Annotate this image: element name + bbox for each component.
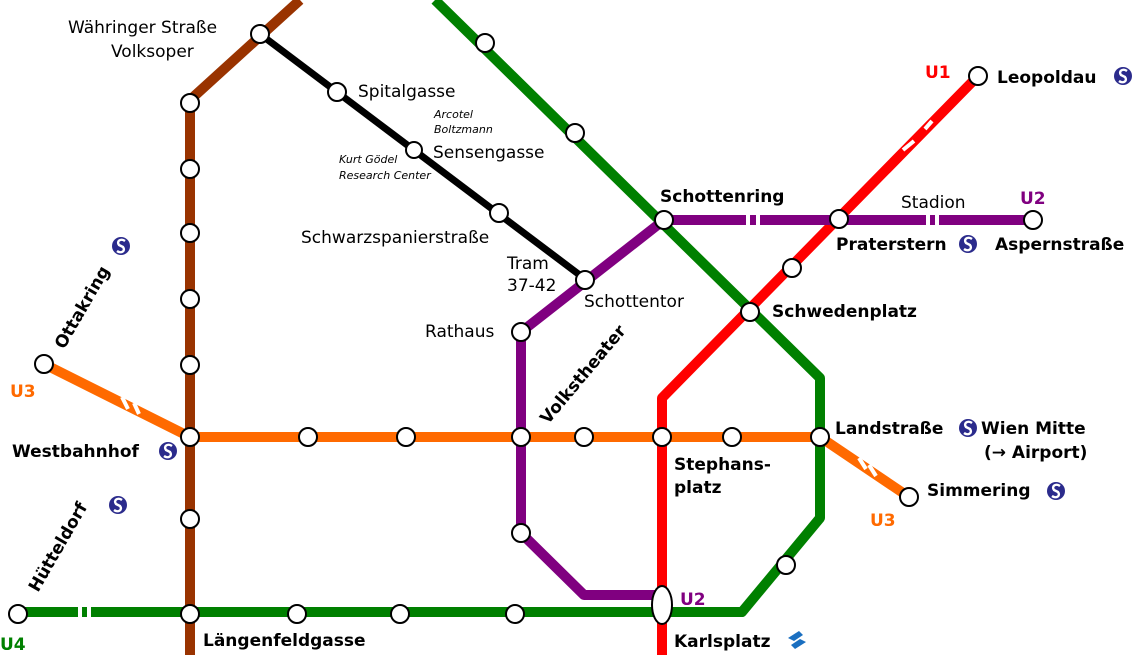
u4-label: U4 [0, 635, 26, 655]
station-label-stephansplatz-1: Stephans- [674, 455, 771, 475]
station-marker[interactable] [511, 427, 531, 447]
station-marker[interactable] [298, 427, 318, 447]
station-marker[interactable] [652, 427, 672, 447]
station-label-schottentor: Schottentor [584, 292, 684, 312]
station-label-leopoldau: Leopoldau [997, 68, 1096, 88]
station-label-wien-mitte: Wien Mitte [981, 419, 1086, 439]
station-label-karlsplatz: Karlsplatz [674, 632, 771, 652]
station-label-landstrasse: Landstraße [835, 419, 943, 439]
station-label-volkstheater: Volkstheater [537, 321, 631, 428]
station-label-huetteldorf: Hütteldorf [25, 499, 92, 596]
station-label-stadion: Stadion [901, 193, 966, 213]
station-marker[interactable] [776, 555, 796, 575]
station-marker[interactable] [180, 289, 200, 309]
station-label-simmering: Simmering [927, 481, 1031, 501]
cat-train-icon [788, 631, 806, 649]
u1-line [657, 72, 982, 655]
station-label-waehringer: Währinger Straße [68, 18, 217, 38]
station-marker[interactable] [396, 427, 416, 447]
station-marker[interactable] [722, 427, 742, 447]
station-marker[interactable] [405, 141, 423, 159]
station-marker[interactable] [327, 82, 347, 102]
station-label-sensengasse: Sensengasse [433, 143, 545, 163]
station-marker[interactable] [575, 270, 595, 290]
station-label-airport: (→ Airport) [984, 443, 1087, 463]
station-marker[interactable] [180, 355, 200, 375]
station-label-spitalgasse: Spitalgasse [358, 82, 456, 102]
station-label-schwarzspanier: Schwarzspanierstraße [301, 228, 489, 248]
station-marker[interactable] [390, 604, 410, 624]
station-marker[interactable] [250, 24, 270, 44]
station-marker[interactable] [180, 159, 200, 179]
station-marker[interactable] [180, 93, 200, 113]
s-bahn-icon [1114, 67, 1132, 85]
s-bahn-icon [1047, 482, 1065, 500]
station-label-schottenring: Schottenring [660, 187, 784, 207]
s-bahn-icon [959, 419, 977, 437]
u6-line [185, 0, 304, 655]
station-label-aspernstrasse: Aspernstraße [995, 235, 1124, 255]
s-bahn-icon [959, 235, 977, 253]
station-marker[interactable] [740, 302, 760, 322]
stop-label-goedel: Kurt Gödel [339, 153, 397, 166]
s-bahn-icon [112, 237, 130, 255]
station-marker[interactable] [180, 604, 200, 624]
u1-label: U1 [925, 63, 951, 83]
u3-label-west: U3 [10, 382, 36, 402]
stop-label-research-center: Research Center [339, 169, 432, 182]
tram-line [257, 31, 588, 282]
station-marker[interactable] [180, 223, 200, 243]
label-tram: Tram [506, 254, 549, 274]
station-label-praterstern: Praterstern [836, 235, 947, 255]
stop-label-arcotel: Arcotel [433, 108, 473, 121]
station-label-stephansplatz-2: platz [674, 478, 722, 498]
station-marker[interactable] [829, 209, 849, 229]
station-marker[interactable] [180, 427, 200, 447]
station-label-laengenfeldgasse: Längenfeldgasse [203, 631, 366, 651]
station-markers [8, 24, 1043, 625]
line-breaks [78, 119, 939, 618]
station-marker[interactable] [574, 427, 594, 447]
station-marker[interactable] [899, 487, 919, 507]
station-label-volksoper: Volksoper [111, 42, 194, 62]
s-bahn-icon [159, 442, 177, 460]
stop-label-boltzmann: Boltzmann [434, 123, 493, 136]
station-marker[interactable] [654, 210, 674, 230]
station-marker[interactable] [34, 354, 54, 374]
station-marker[interactable] [782, 258, 802, 278]
station-marker[interactable] [180, 509, 200, 529]
station-label-rathaus: Rathaus [425, 322, 494, 342]
station-label-ottakring: Ottakring [51, 263, 114, 353]
station-marker-karlsplatz[interactable] [651, 585, 673, 625]
station-marker[interactable] [968, 66, 988, 86]
u3-line [41, 359, 912, 502]
u2-label-karlsplatz: U2 [680, 590, 706, 610]
station-marker[interactable] [489, 203, 509, 223]
label-tram-lines: 37-42 [507, 276, 556, 296]
station-marker[interactable] [565, 123, 585, 143]
u3-label-east: U3 [870, 511, 896, 531]
station-marker[interactable] [1023, 210, 1043, 230]
station-marker[interactable] [475, 33, 495, 53]
station-marker[interactable] [8, 604, 28, 624]
station-marker[interactable] [511, 523, 531, 543]
station-marker[interactable] [505, 604, 525, 624]
station-label-schwedenplatz: Schwedenplatz [772, 302, 917, 322]
u2-label-east: U2 [1020, 189, 1046, 209]
station-marker[interactable] [810, 427, 830, 447]
station-marker[interactable] [287, 604, 307, 624]
u4-line [18, 0, 825, 617]
station-label-westbahnhof: Westbahnhof [12, 442, 140, 462]
s-bahn-icon [109, 496, 127, 514]
station-marker[interactable] [511, 322, 531, 342]
